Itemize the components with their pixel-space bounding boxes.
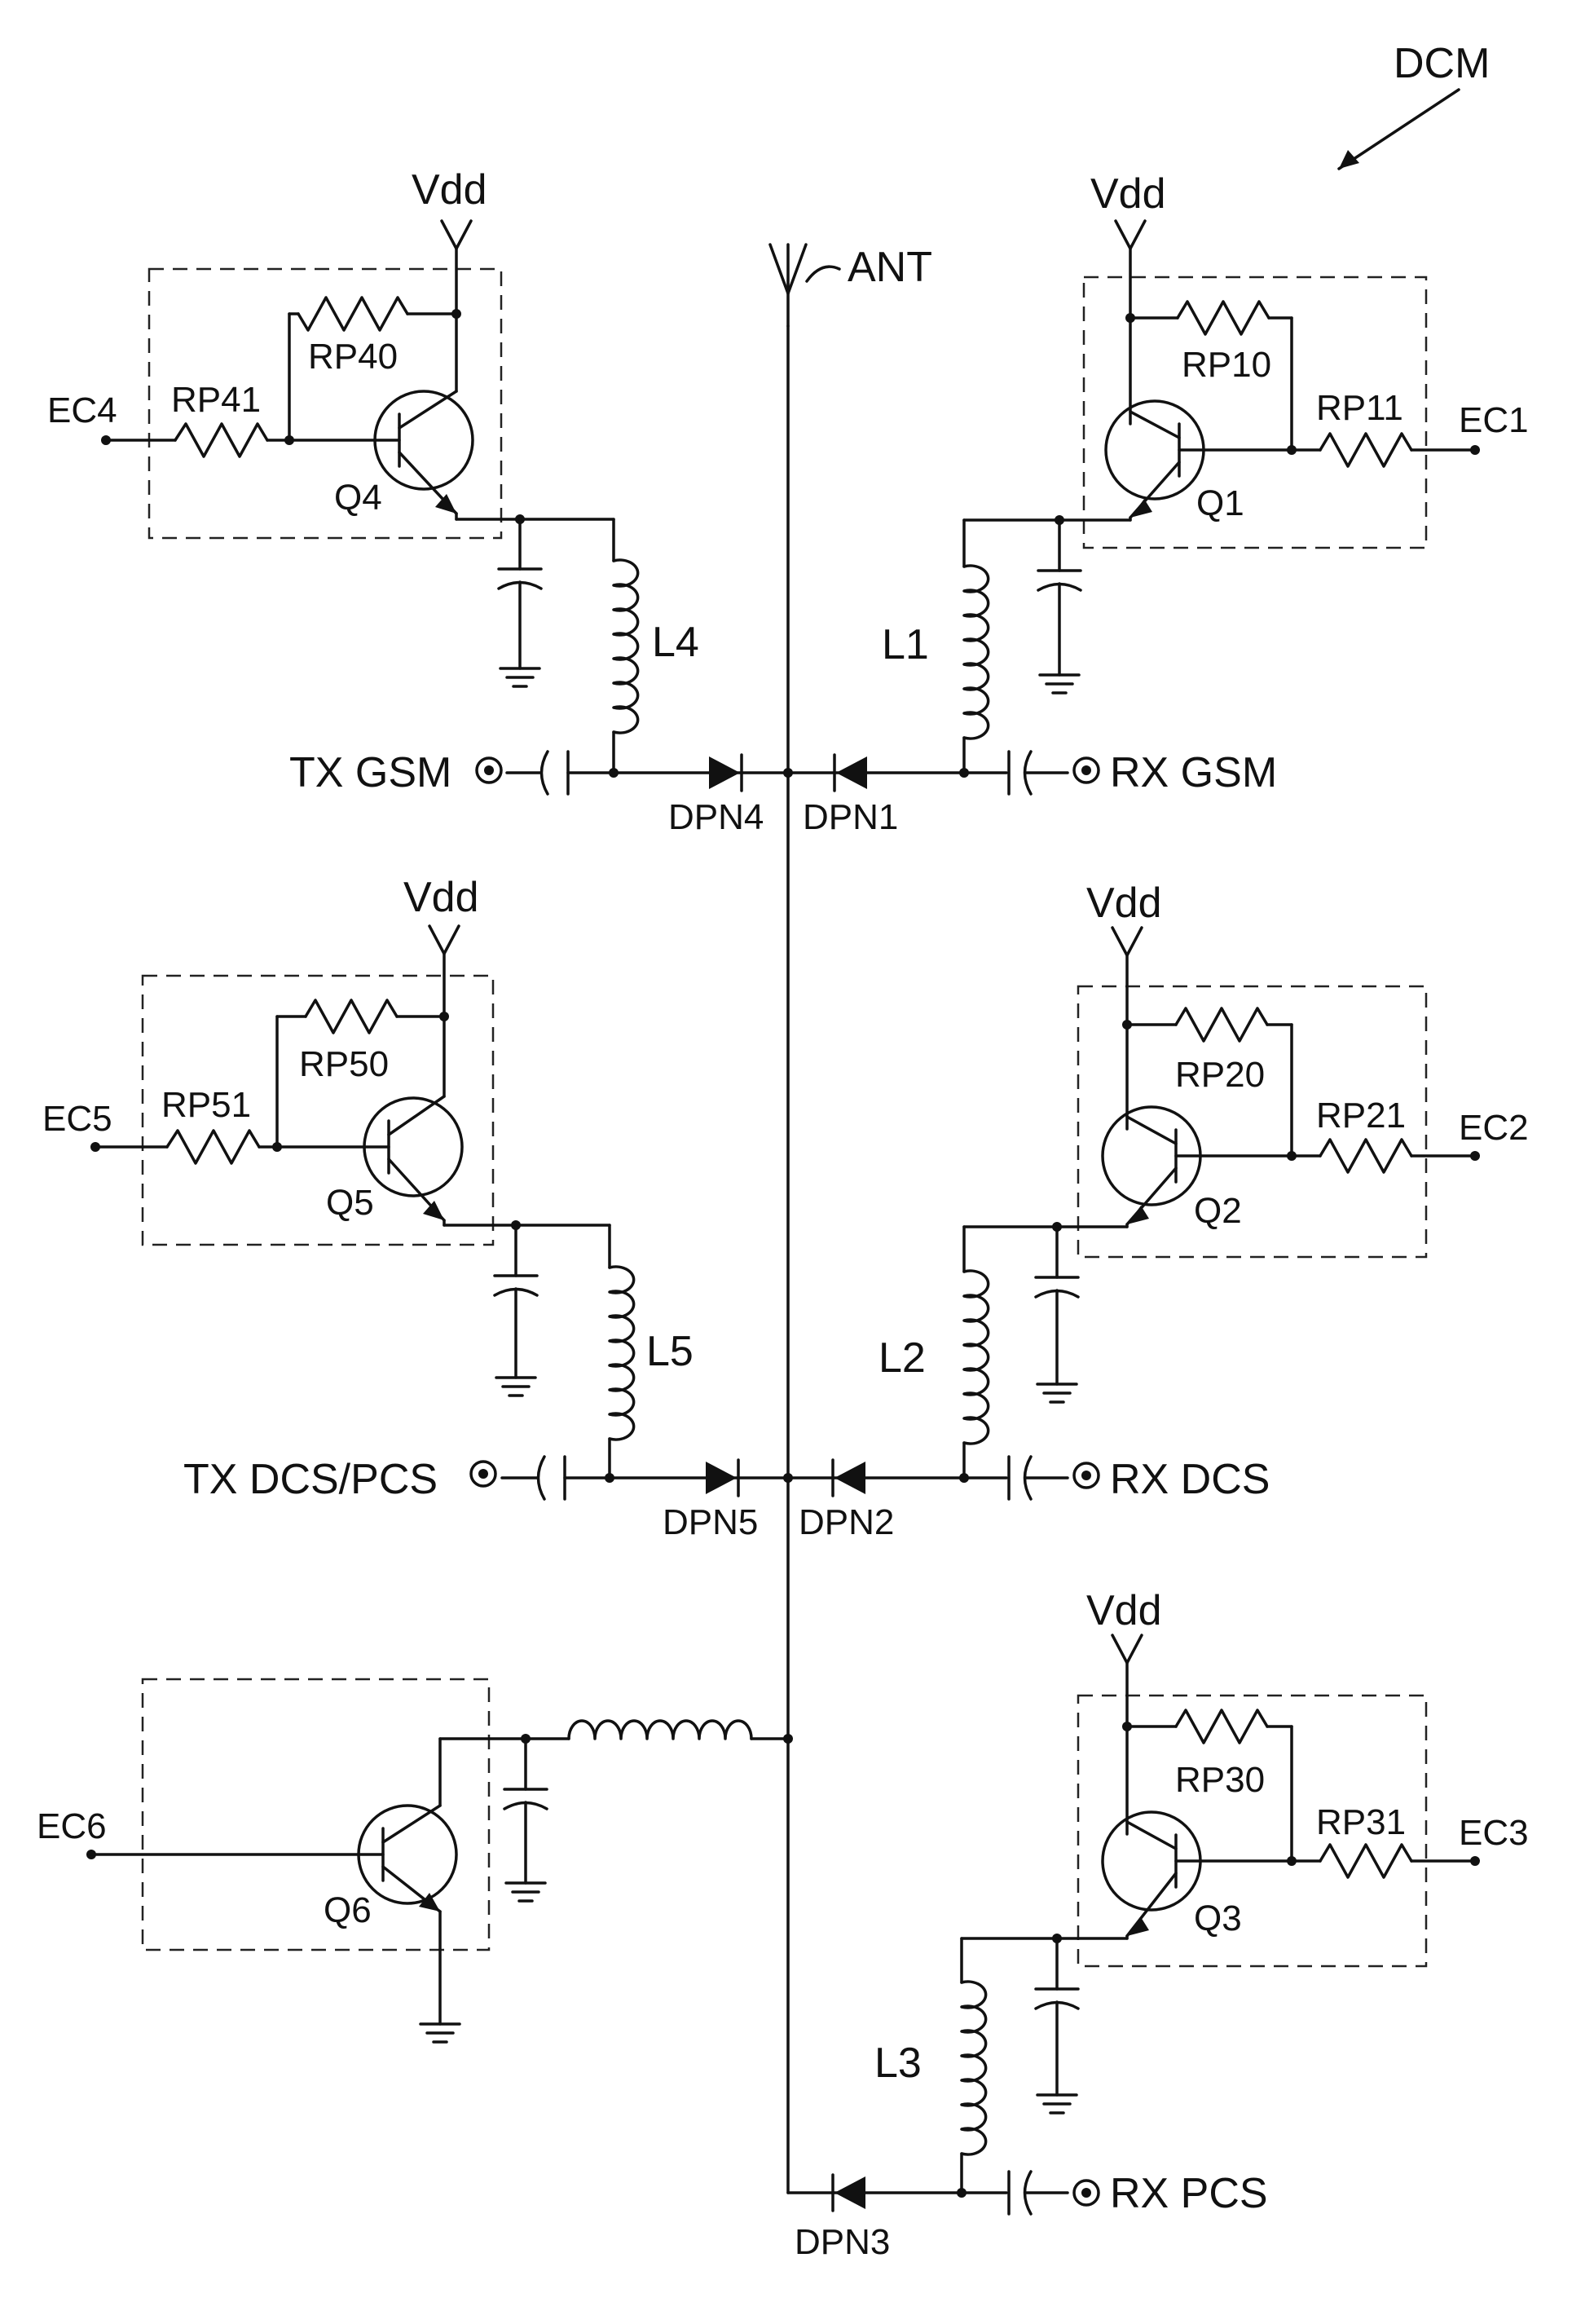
ec1-label: EC1 [1459,400,1529,440]
q3-label: Q3 [1194,1898,1242,1938]
q6-label: Q6 [324,1890,372,1930]
diode-dpn3 [833,2175,865,2211]
rx-dcs-label: RX DCS [1110,1456,1270,1503]
pcs-row: RX PCS DPN3 [788,2170,1268,2262]
rx-pcs-label: RX PCS [1110,2170,1268,2217]
tx-gsm-cap [507,752,568,794]
tx-gsm-port-icon [477,758,501,783]
rx-gsm-port-icon [1074,758,1099,783]
rp30-label: RP30 [1175,1760,1265,1800]
vdd-label-q2: Vdd [1086,880,1162,927]
module-callout: DCM [1339,40,1490,169]
diode-dpn4 [709,755,742,791]
dpn3-label: DPN3 [795,2222,890,2262]
ec5-label: EC5 [42,1099,112,1139]
diode-dpn1 [834,755,867,791]
vdd-icon-q4 [442,221,471,249]
l3-label: L3 [874,2040,922,2087]
rp50-label: RP50 [299,1044,389,1084]
rx-pcs-port-icon [1074,2181,1099,2205]
l1-label: L1 [882,621,929,668]
antenna-icon [770,245,806,326]
vdd-label-q4: Vdd [412,166,487,214]
l2-label: L2 [878,1334,926,1382]
q1-section: Vdd RP10 EC1 RP11 Q1 [882,170,1529,773]
ec3-label: EC3 [1459,1813,1529,1853]
q1-label: Q1 [1196,483,1244,523]
dpn4-label: DPN4 [668,797,764,837]
vdd-label-q1: Vdd [1090,170,1166,218]
tx-dcs-port-icon [471,1462,495,1486]
vdd-icon-q1 [1116,221,1145,249]
q5-label: Q5 [326,1183,374,1223]
dcs-row: TX DCS/PCS RX DCS DPN5 DPN2 [183,1456,1270,1542]
q4-label: Q4 [334,478,382,518]
rx-dcs-cap [1009,1457,1068,1499]
ec6-label: EC6 [37,1806,107,1846]
gsm-row: TX GSM RX GSM DPN4 DPN1 [289,749,1277,837]
rp10-label: RP10 [1182,345,1271,385]
tx-dcs-pcs-label: TX DCS/PCS [183,1456,438,1503]
l5-label: L5 [646,1328,694,1375]
l4-label: L4 [652,619,699,666]
rp41-label: RP41 [171,380,261,420]
rp31-label: RP31 [1316,1802,1406,1842]
rx-gsm-cap [1009,752,1068,794]
tx-dcs-cap [502,1457,565,1499]
ec2-label: EC2 [1459,1108,1529,1148]
rp20-label: RP20 [1175,1055,1265,1095]
vdd-icon-q5 [429,926,459,954]
rp40-label: RP40 [308,337,398,377]
q3-section: Vdd RP30 EC3 RP31 Q3 L3 [874,1587,1529,2193]
q5-section: Vdd RP50 EC5 RP51 Q5 [42,874,694,1478]
ec4-label: EC4 [47,390,117,430]
rp11-label: RP11 [1316,388,1403,428]
vdd-icon-q3 [1112,1635,1142,1663]
antenna-spine: ANT [770,244,932,2193]
q6-section: EC6 Q6 [37,1679,793,2042]
q2-section: Vdd RP20 EC2 RP21 Q2 L2 [878,880,1529,1478]
rp21-label: RP21 [1316,1096,1406,1136]
rp51-label: RP51 [161,1085,251,1125]
diode-dpn5 [706,1460,738,1496]
rx-dcs-port-icon [1074,1463,1099,1488]
q4-section: Vdd RP40 EC4 RP41 Q4 [47,166,699,773]
dpn5-label: DPN5 [663,1502,758,1542]
dpn2-label: DPN2 [799,1502,894,1542]
vdd-label-q3: Vdd [1086,1587,1162,1634]
dpn1-label: DPN1 [803,797,898,837]
tx-gsm-label: TX GSM [289,749,451,796]
rx-pcs-cap [1009,2172,1068,2214]
vdd-icon-q2 [1112,928,1142,955]
q2-label: Q2 [1194,1191,1242,1231]
rx-gsm-label: RX GSM [1110,749,1277,796]
antenna-label: ANT [848,244,932,291]
vdd-label-q5: Vdd [403,874,479,921]
module-label: DCM [1394,40,1490,87]
diode-dpn2 [833,1460,865,1496]
